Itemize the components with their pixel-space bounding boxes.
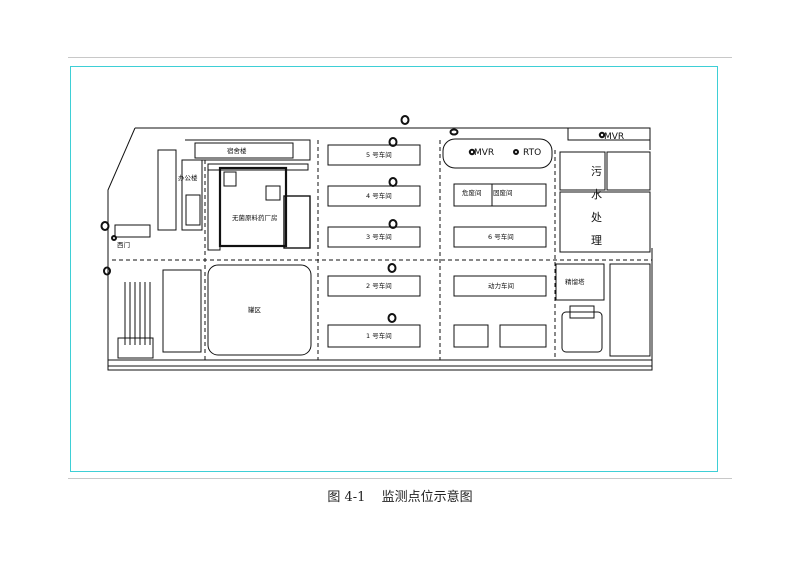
label-ws6: 6 号车间 (488, 232, 514, 241)
label-ws5: 5 号车间 (366, 150, 392, 159)
monitor-point (388, 177, 398, 187)
drawing-frame (70, 66, 718, 472)
west-stairs (124, 282, 151, 345)
label-ws1: 1 号车间 (366, 331, 392, 340)
west-gate-dot (111, 235, 117, 241)
label-mvr-2: MVR (604, 132, 624, 142)
figure-title: 监测点位示意图 (381, 490, 473, 505)
bottom-rule (68, 478, 732, 479)
west-block-2 (114, 224, 151, 238)
small-block-2 (499, 324, 547, 348)
small-block-1 (453, 324, 489, 348)
label-rto: RTO (523, 148, 541, 158)
label-plant: 无菌原料药厂房 (232, 213, 278, 222)
solidwaste-room (491, 183, 547, 207)
dorm-outline (185, 139, 311, 161)
plant-building (218, 166, 288, 248)
rto-stack (513, 149, 519, 155)
label-west-gate: 西门 (117, 240, 130, 249)
plant-annex (283, 195, 311, 249)
west-storage-1 (162, 269, 202, 353)
plant-side (207, 169, 221, 251)
plant-room-2 (265, 185, 281, 201)
mvr-stack (468, 148, 476, 156)
monitor-point (400, 115, 410, 125)
west-gatehouse (117, 337, 154, 359)
tank-area (207, 264, 312, 356)
west-block-1 (157, 149, 177, 231)
top-rule (68, 57, 732, 58)
south-wall (108, 359, 652, 367)
workshop-4 (327, 185, 421, 207)
workshop-2 (327, 275, 421, 297)
power-workshop (453, 275, 547, 297)
figure-caption: 图 4-1 监测点位示意图 (0, 486, 800, 505)
label-sewage-2: 水 (591, 188, 602, 201)
tank-cluster-inner (569, 305, 595, 319)
label-dorm: 宿舍楼 (227, 146, 247, 155)
east-block (609, 263, 651, 357)
label-sewage-1: 污 (591, 165, 602, 178)
dorm-building (194, 142, 294, 159)
workshop-6 (453, 226, 547, 248)
monitor-point (388, 137, 398, 147)
tower-block (555, 263, 605, 301)
sewage-top (559, 151, 606, 191)
label-hazwaste: 危废间 (462, 188, 482, 197)
monitor-point (387, 313, 397, 323)
workshop-1 (327, 324, 421, 348)
workshop-5 (327, 144, 421, 166)
label-solidwaste: 固废间 (493, 188, 513, 197)
monitor-point (388, 219, 398, 229)
office-building (181, 159, 203, 231)
label-sewage-3: 处 (591, 211, 602, 224)
workshop-3 (327, 226, 421, 248)
west-block-3 (185, 194, 201, 226)
mvr-rto-pad (442, 138, 553, 169)
monitor-point (103, 266, 111, 276)
monitor-point (387, 263, 397, 273)
site-boundary (107, 127, 653, 371)
label-ws3: 3 号车间 (366, 232, 392, 241)
label-office: 办公楼 (178, 173, 198, 182)
figure-number: 图 4-1 (327, 490, 366, 505)
label-sewage-4: 理 (591, 234, 602, 247)
internal-road-1 (112, 140, 652, 360)
plant-canopy (207, 163, 309, 171)
monitor-point (449, 128, 459, 136)
monitor-point (100, 221, 110, 231)
label-mvr-1: MVR (474, 148, 494, 158)
label-ws4: 4 号车间 (366, 191, 392, 200)
sewage-right (606, 151, 651, 191)
mvr-stack-2 (598, 131, 606, 139)
label-ws2: 2 号车间 (366, 281, 392, 290)
label-power: 动力车间 (488, 281, 514, 290)
label-tank: 罐区 (248, 305, 262, 314)
label-tower: 精馏塔 (565, 277, 585, 286)
sewage-area (559, 191, 651, 253)
tank-cluster (561, 311, 603, 353)
plant-room-1 (223, 171, 237, 187)
